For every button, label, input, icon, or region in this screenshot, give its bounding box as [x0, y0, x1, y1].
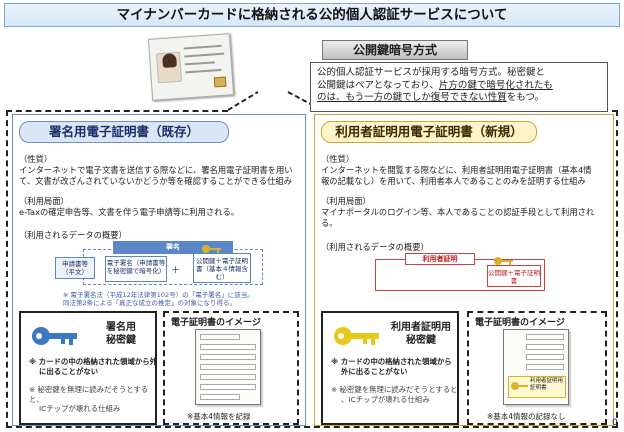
- usage-text: マイナポータルのログイン等、本人であることの認証手段として利用される。: [321, 207, 595, 228]
- diagram-header: 利用者証明: [405, 253, 475, 265]
- private-key-box: 署名用秘密鍵 ※ カードの中の格納された領域から外に出ることがない ※ 秘密鍵を…: [19, 311, 157, 425]
- blue-key-icon: [32, 327, 77, 345]
- panel-heading: 利用者証明用電子証明書（新規）: [321, 121, 537, 143]
- card-photo: [155, 51, 183, 84]
- cert-image-box: 電子証明書のイメージ ※基本4情報を記録: [163, 311, 299, 425]
- data-label: （利用されるデータの概要）: [321, 242, 429, 252]
- key-icon: [202, 245, 221, 253]
- page-number: 0: [612, 418, 618, 428]
- my-number-card-image: [147, 33, 235, 101]
- cert-caption: ※基本4情報の記録なし: [487, 412, 566, 421]
- signature-cert-panel: 署名用電子証明書（既存） （性質） インターネットで電子文書を送信する際などに、…: [12, 114, 306, 426]
- key-icon: [511, 382, 528, 390]
- cert-document: [195, 329, 261, 405]
- signature-diagram: 署名 申請書等（平文） 電子署名（申請書等を秘密鍵で暗号化） ＋ 公開鍵＋電子証…: [53, 241, 293, 287]
- key-note-b: ※ 秘密鍵を無理に読みだそうとすると、ICチップが壊れる仕組み: [29, 385, 149, 413]
- key-title: 利用者証明用秘密鍵: [391, 322, 451, 346]
- key-title: 署名用秘密鍵: [106, 322, 136, 346]
- key-icon: [494, 257, 513, 265]
- cert-caption: ※基本4情報を記録: [187, 412, 251, 421]
- diagram-public-key-cert: 公開鍵＋電子証明書（基本４情報含む）: [193, 253, 251, 283]
- cert-document: 利用者証明用証明書: [503, 329, 569, 405]
- usage-text: e-Taxの確定申告等、文書を伴う電子申請等に利用される。: [19, 207, 240, 217]
- nature-text: インターネットを閲覧する際などに、利用者証明用電子証明書（基本4情報の記載なし）…: [321, 165, 592, 186]
- key-note-b: ※ 秘密鍵を無理に読みだそうとすると、ICチップが壊れる仕組み: [331, 385, 458, 404]
- key-note-a: ※ カードの中の格納された領域から外に出ることがない: [331, 357, 452, 376]
- private-key-box: 利用者証明用秘密鍵 ※ カードの中の格納された領域から外に出ることがない ※ 秘…: [321, 311, 459, 425]
- ic-chip-icon: [213, 76, 227, 88]
- nature-text: インターネットで電子文書を送信する際などに、署名用電子証明書を用いて、文書が改ざ…: [19, 165, 293, 186]
- nature-label: （性質）: [321, 154, 355, 164]
- cert-image-title: 電子証明書のイメージ: [171, 318, 261, 328]
- panel-heading: 署名用電子証明書（既存）: [19, 121, 229, 143]
- cert-image-title: 電子証明書のイメージ: [475, 318, 565, 328]
- diagram-plaintext: 申請書等（平文）: [55, 257, 95, 279]
- usage-label: （利用局面）: [321, 196, 371, 206]
- divider: [6, 110, 228, 112]
- diagram-public-key-cert: 公開鍵＋電子証明書: [487, 265, 541, 287]
- footnote: ※ 電子署名法（平成12年法律第102号）の「電子署名」に該当。同法第2条による…: [63, 291, 254, 307]
- nature-label: （性質）: [19, 154, 53, 164]
- cert-image-box: 電子証明書のイメージ 利用者証明用証明書 ※基本4情報の記録なし: [467, 311, 607, 425]
- data-label: （利用されるデータの概要）: [19, 230, 127, 240]
- cert-badge: 利用者証明用証明書: [530, 378, 564, 391]
- yellow-key-icon: [334, 327, 379, 345]
- diagram-signature: 電子署名（申請書等を秘密鍵で暗号化）: [105, 256, 167, 282]
- key-method-description: 公的個人認証サービスが採用する暗号方式。秘密鍵と 公開鍵はペアとなっており、片方…: [310, 62, 608, 112]
- user-auth-cert-panel: 利用者証明用電子証明書（新規） （性質） インターネットを閲覧する際などに、利用…: [314, 114, 614, 426]
- user-auth-diagram: 利用者証明 公開鍵＋電子証明書: [375, 253, 545, 293]
- key-method-label: 公開鍵暗号方式: [322, 40, 468, 60]
- outer-dashed-frame: [6, 110, 618, 428]
- page-title: マイナンバーカードに格納される公的個人認証サービスについて: [4, 3, 620, 27]
- key-note-a: ※ カードの中の格納された領域から外に出ることがない: [29, 357, 158, 376]
- usage-label: （利用局面）: [19, 196, 69, 206]
